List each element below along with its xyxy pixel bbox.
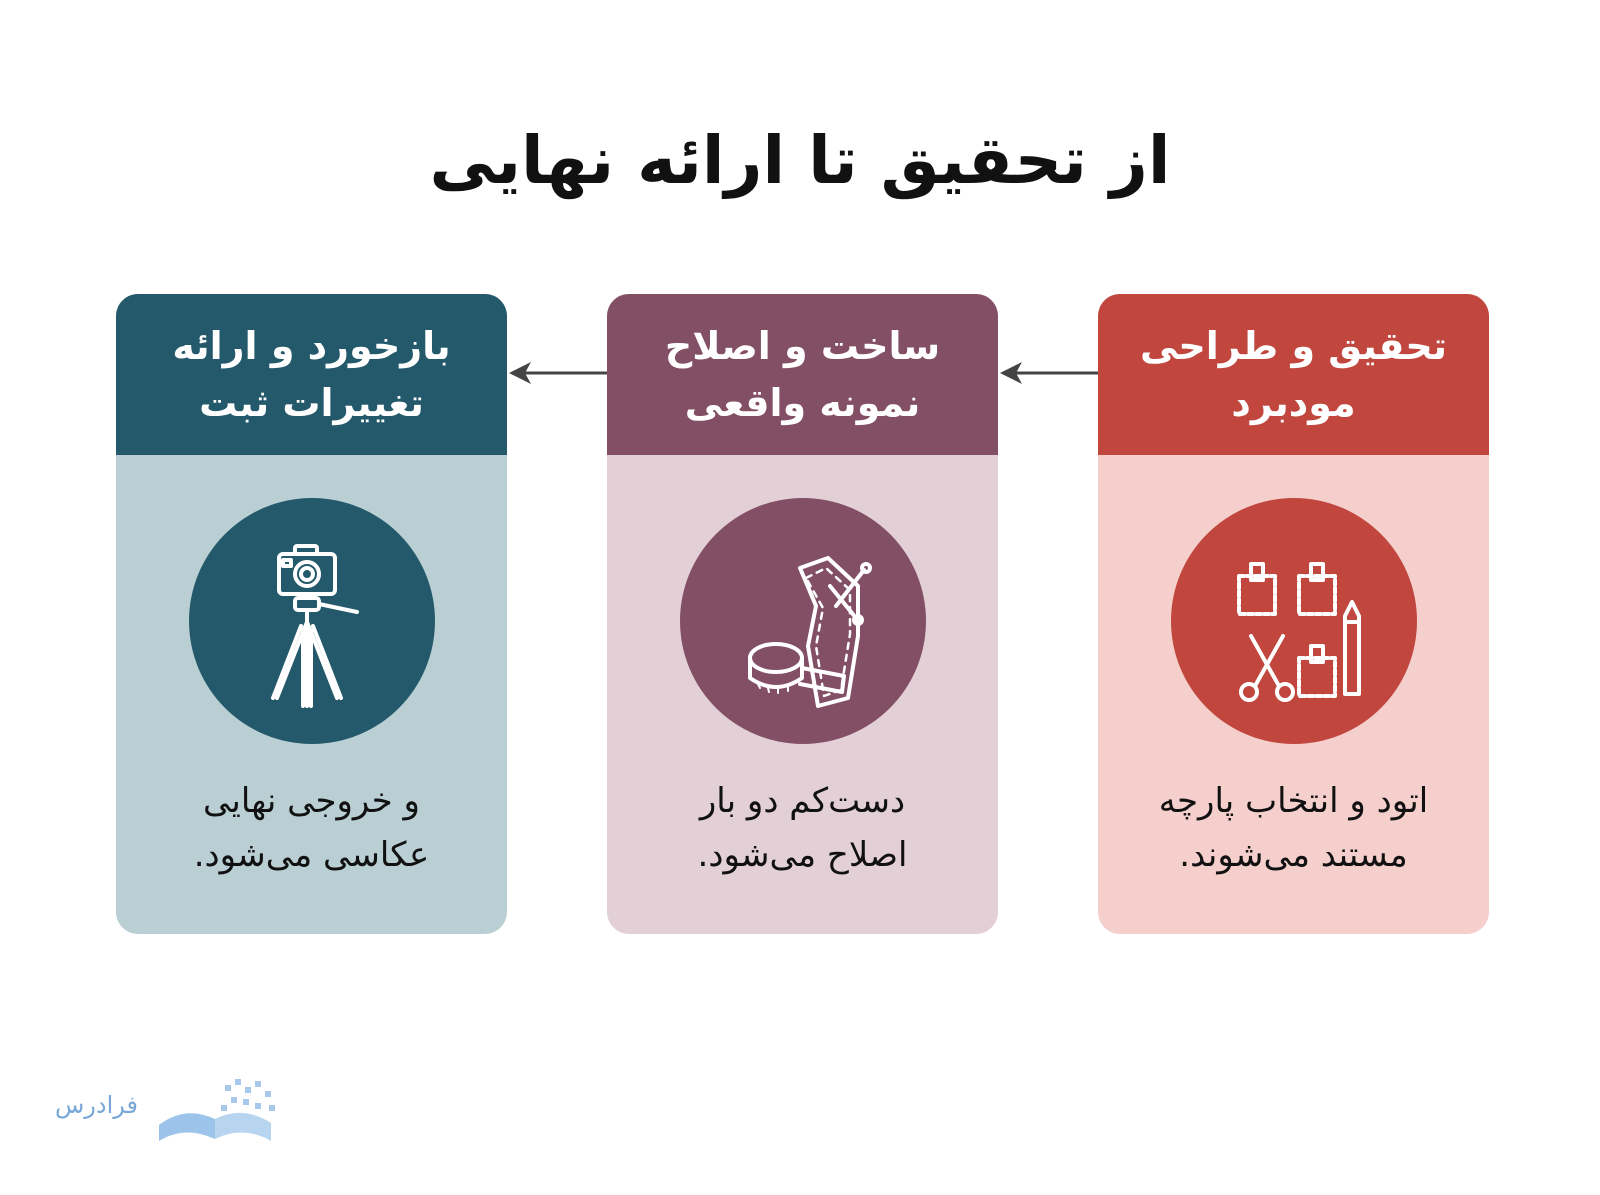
book-logo-icon [159,1079,275,1141]
step-card-sample: ساخت و اصلاح نمونه واقعی دست‌کم دو بار ا… [607,294,998,934]
step-icon-circle [1171,498,1417,744]
step-heading: ساخت و اصلاح نمونه واقعی [607,294,998,455]
moodboard-icon [1237,562,1361,702]
sewing-pattern-icon [748,556,872,708]
step-description: اتود و انتخاب پارچه مستند می‌شوند. [1158,781,1429,876]
brand-logo: فرادرس [55,1075,290,1145]
camera-tripod-icon [271,544,359,708]
step-heading: تحقیق و طراحی مودبرد [1098,294,1489,455]
logo-text: فرادرس [55,1091,138,1119]
step-description: دست‌کم دو بار اصلاح می‌شود. [697,781,908,876]
arrow-left-icon [509,362,607,384]
step-heading: بازخورد و ارائه تغییرات ثبت [116,294,507,455]
arrow-left-icon [1000,362,1098,384]
step-icon-circle [680,498,926,744]
step-description: و خروجی نهایی عکاسی می‌شود. [193,781,430,876]
step-card-presentation: بازخورد و ارائه تغییرات ثبت و خروجی نهای… [116,294,507,934]
step-card-research: تحقیق و طراحی مودبرد اتود و انتخاب پارچه… [1098,294,1489,934]
page-title: از تحقیق تا ارائه نهایی [429,122,1171,199]
step-icon-circle [189,498,435,744]
